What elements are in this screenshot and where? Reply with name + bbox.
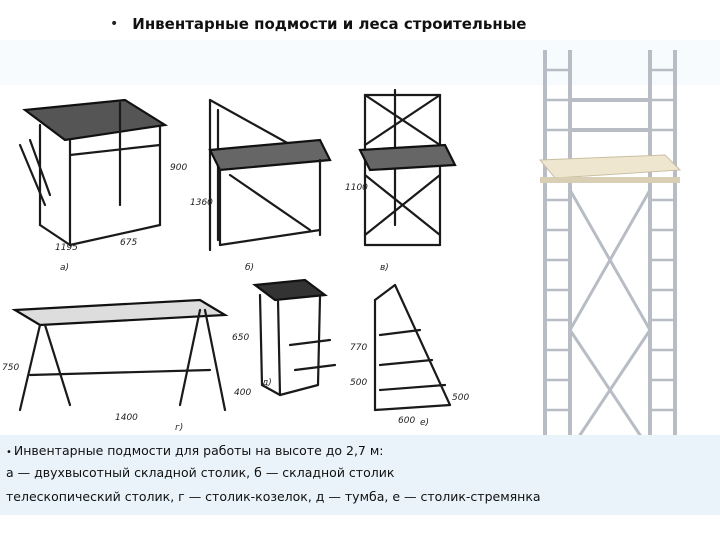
figure-letter: г): [175, 423, 183, 433]
header-band: [0, 40, 720, 85]
figure-letter: в): [380, 263, 389, 273]
dim-label: 600: [398, 416, 415, 426]
dimension-labels: 1195 675 900 1360 1100 750 1400 650 400 …: [2, 163, 469, 426]
figure-letter: е): [420, 418, 429, 428]
drawing-v: [358, 88, 457, 247]
dim-label: 1195: [55, 243, 78, 253]
dim-label: 650: [232, 333, 249, 343]
dim-label: 1400: [115, 413, 138, 423]
dim-label: 400: [234, 388, 251, 398]
slide-title: Инвентарные подмости и леса строительные: [132, 15, 527, 33]
dim-label: 675: [120, 238, 137, 248]
caption-box: •Инвентарные подмости для работы на высо…: [0, 435, 720, 515]
drawing-e: [373, 283, 452, 412]
dim-label: 750: [2, 363, 19, 373]
figure-letter: а): [60, 263, 69, 273]
caption-bullet: •: [6, 447, 12, 458]
tower-svg: [508, 50, 706, 475]
figure-letters: а) б) в) г) д) е): [60, 263, 429, 433]
dim-label: 1360: [190, 198, 213, 208]
drawings-svg: 1195 675 900 1360 1100 750 1400 650 400 …: [2, 88, 469, 433]
dim-label: 770: [350, 343, 367, 353]
title-bullet: •: [110, 16, 119, 32]
caption-text-1: Инвентарные подмости для работы на высот…: [13, 443, 384, 458]
dim-label: 500: [350, 378, 367, 388]
dim-label: 900: [170, 163, 187, 173]
drawing-a: [18, 98, 169, 247]
figure-letter: б): [245, 263, 254, 273]
caption-line-2: а — двухвысотный складной столик, б — ск…: [6, 465, 395, 480]
figure-letter: д): [261, 378, 272, 388]
scaffold-tower-image: [500, 40, 715, 480]
drawing-d: [252, 278, 337, 397]
drawing-b: [208, 98, 332, 252]
caption-line-3: телескопический столик, г — столик-козел…: [6, 489, 541, 504]
technical-drawings: 1195 675 900 1360 1100 750 1400 650 400 …: [0, 85, 475, 435]
dim-label: 500: [452, 393, 469, 403]
drawing-g: [11, 298, 229, 412]
title-row: • Инвентарные подмости и леса строительн…: [110, 10, 670, 38]
caption-line-1: •Инвентарные подмости для работы на высо…: [6, 443, 384, 458]
dim-label: 1100: [345, 183, 368, 193]
